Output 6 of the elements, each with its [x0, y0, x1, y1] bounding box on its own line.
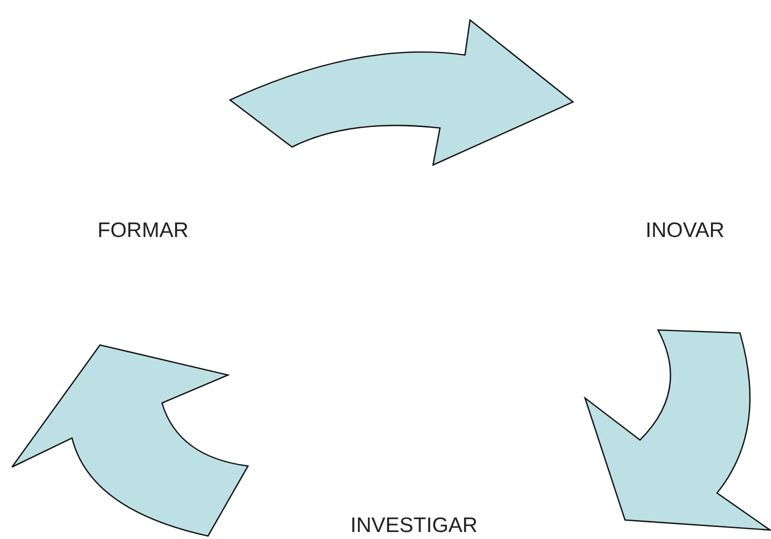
cycle-label: FORMAR [98, 219, 188, 243]
curved-block-arrow [229, 19, 574, 166]
curved-block-arrow [584, 329, 771, 531]
cycle-label: INVESTIGAR [350, 514, 478, 538]
cycle-label: INOVAR [646, 219, 724, 243]
curved-block-arrow [11, 344, 249, 537]
